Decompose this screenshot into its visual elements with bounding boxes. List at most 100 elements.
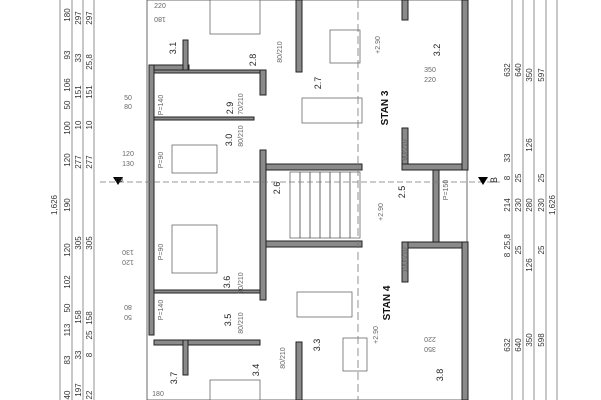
dimension-label: 100 [63,121,72,135]
dimension-label: 25 [85,330,94,339]
unit-label: STAN 3 [380,90,391,125]
sill-height: P=140 [158,300,165,321]
sill-height: P=90 [158,244,165,261]
room-number: 3.3 [312,339,322,352]
dimension-label: 25 [537,173,546,182]
bed-dimension: 180 [152,391,164,398]
dimension-label: 83 [63,355,72,364]
door-dimension: 70/210 [238,272,245,294]
window-dimension: 120 [122,151,134,158]
dimension-label: 277 [74,155,83,169]
elevation-mark: +2.90 [375,36,382,54]
window-dimension: 80 [124,303,132,310]
room-number: 3.8 [435,369,445,382]
dimension-label: 214 [503,198,512,212]
bed [209,0,261,35]
door-dimension: 80/210 [238,312,245,334]
section-marker: B [478,177,499,185]
plan-labels: 50801201301301208050P=140P=90P=90P=140P=… [113,3,499,398]
room-number: 3.5 [223,314,233,327]
dimension-label: 305 [74,236,83,250]
room-number: 3.4 [251,364,261,377]
staircase [289,171,361,239]
section-arrow-icon [478,177,488,185]
dimension-label: 1,626 [50,194,59,215]
section-marker: B [113,177,124,185]
dimension-label: 350 [525,333,534,347]
dimension-label: 230 [537,198,546,212]
bed [171,224,218,274]
dimension-label: 113 [63,323,72,336]
dimension-label: 25 [514,173,523,182]
door-dimension: 80/210 [277,41,284,63]
room-number: 2.7 [313,77,323,90]
dimension-label: 33 [503,153,512,162]
window-dimension: 130 [122,248,134,255]
door-dimension: 80/210 [280,347,287,369]
unit-label: STAN 4 [382,285,393,320]
room-number: 2.6 [272,182,282,195]
dimension-label: 305 [85,236,94,250]
dimension-label: 598 [537,333,546,347]
dimension-label: 25,8 [503,234,512,250]
dimension-label: 106 [63,78,72,92]
dimension-label: 640 [514,63,523,77]
right-dimension-lines [511,0,558,400]
dimension-label: 102 [63,275,72,289]
room-number: 3.0 [224,134,234,147]
window-dimension: 80 [124,104,132,111]
dimension-label: 230 [514,198,523,212]
dining-table [342,337,368,372]
dimension-label: 280 [525,198,534,212]
section-label: B [114,177,124,183]
room-number: 2.5 [397,186,407,199]
dimension-label: 632 [503,63,512,77]
elevation-mark: +2.90 [373,326,380,344]
dimension-label: 22 [85,390,94,399]
dimension-label: 277 [85,155,94,169]
dimension-label: 640 [514,338,523,352]
dimension-label: 126 [525,258,534,272]
left-dimension-lines [59,0,95,400]
room-number: 3.1 [168,42,178,55]
door-dimension: 90/210 [402,139,409,161]
dimension-label: 120 [63,243,72,257]
dining-table [329,29,361,64]
dimension-label: 50 [63,303,72,312]
dimension-label: 10 [74,120,83,129]
dimension-label: 126 [525,138,534,152]
furniture [100,0,500,400]
room-number: 3.7 [169,372,179,385]
dimension-label: 25 [514,245,523,254]
dimension-label: 1,626 [548,194,557,215]
dimension-label: 93 [63,50,72,59]
dimension-label: 25,8 [85,54,94,70]
door-dimension: 70/210 [238,93,245,115]
sofa [301,97,363,124]
sill-height: P=90 [158,152,165,169]
window-dimension: 120 [122,258,134,265]
dimension-label: 8 [503,175,512,180]
sofa [296,291,353,318]
window-dimension: 50 [124,95,132,102]
dimension-label: 632 [503,338,512,352]
dimension-label: 40 [63,390,72,399]
bed-dimension: 220 [154,3,166,10]
dimension-label: 8 [503,252,512,257]
dimension-label: 25 [537,245,546,254]
room-number: 2.8 [248,54,258,67]
dimension-label: 158 [74,310,83,324]
bed-dimension: 180 [154,15,166,22]
dimension-label: 120 [63,153,72,167]
dimension-label: 151 [74,85,83,99]
room-number: 2.9 [225,102,235,115]
room-number: 3.6 [222,276,232,289]
dimension-label: 350 [525,68,534,82]
dimension-label: 33 [74,350,83,359]
door-dimension: 100/210 [402,247,409,272]
dimension-label: 151 [85,85,94,99]
opening-dimension: 350 [424,345,436,352]
dimension-label: 8 [85,352,94,357]
dimension-label: 33 [74,53,83,62]
